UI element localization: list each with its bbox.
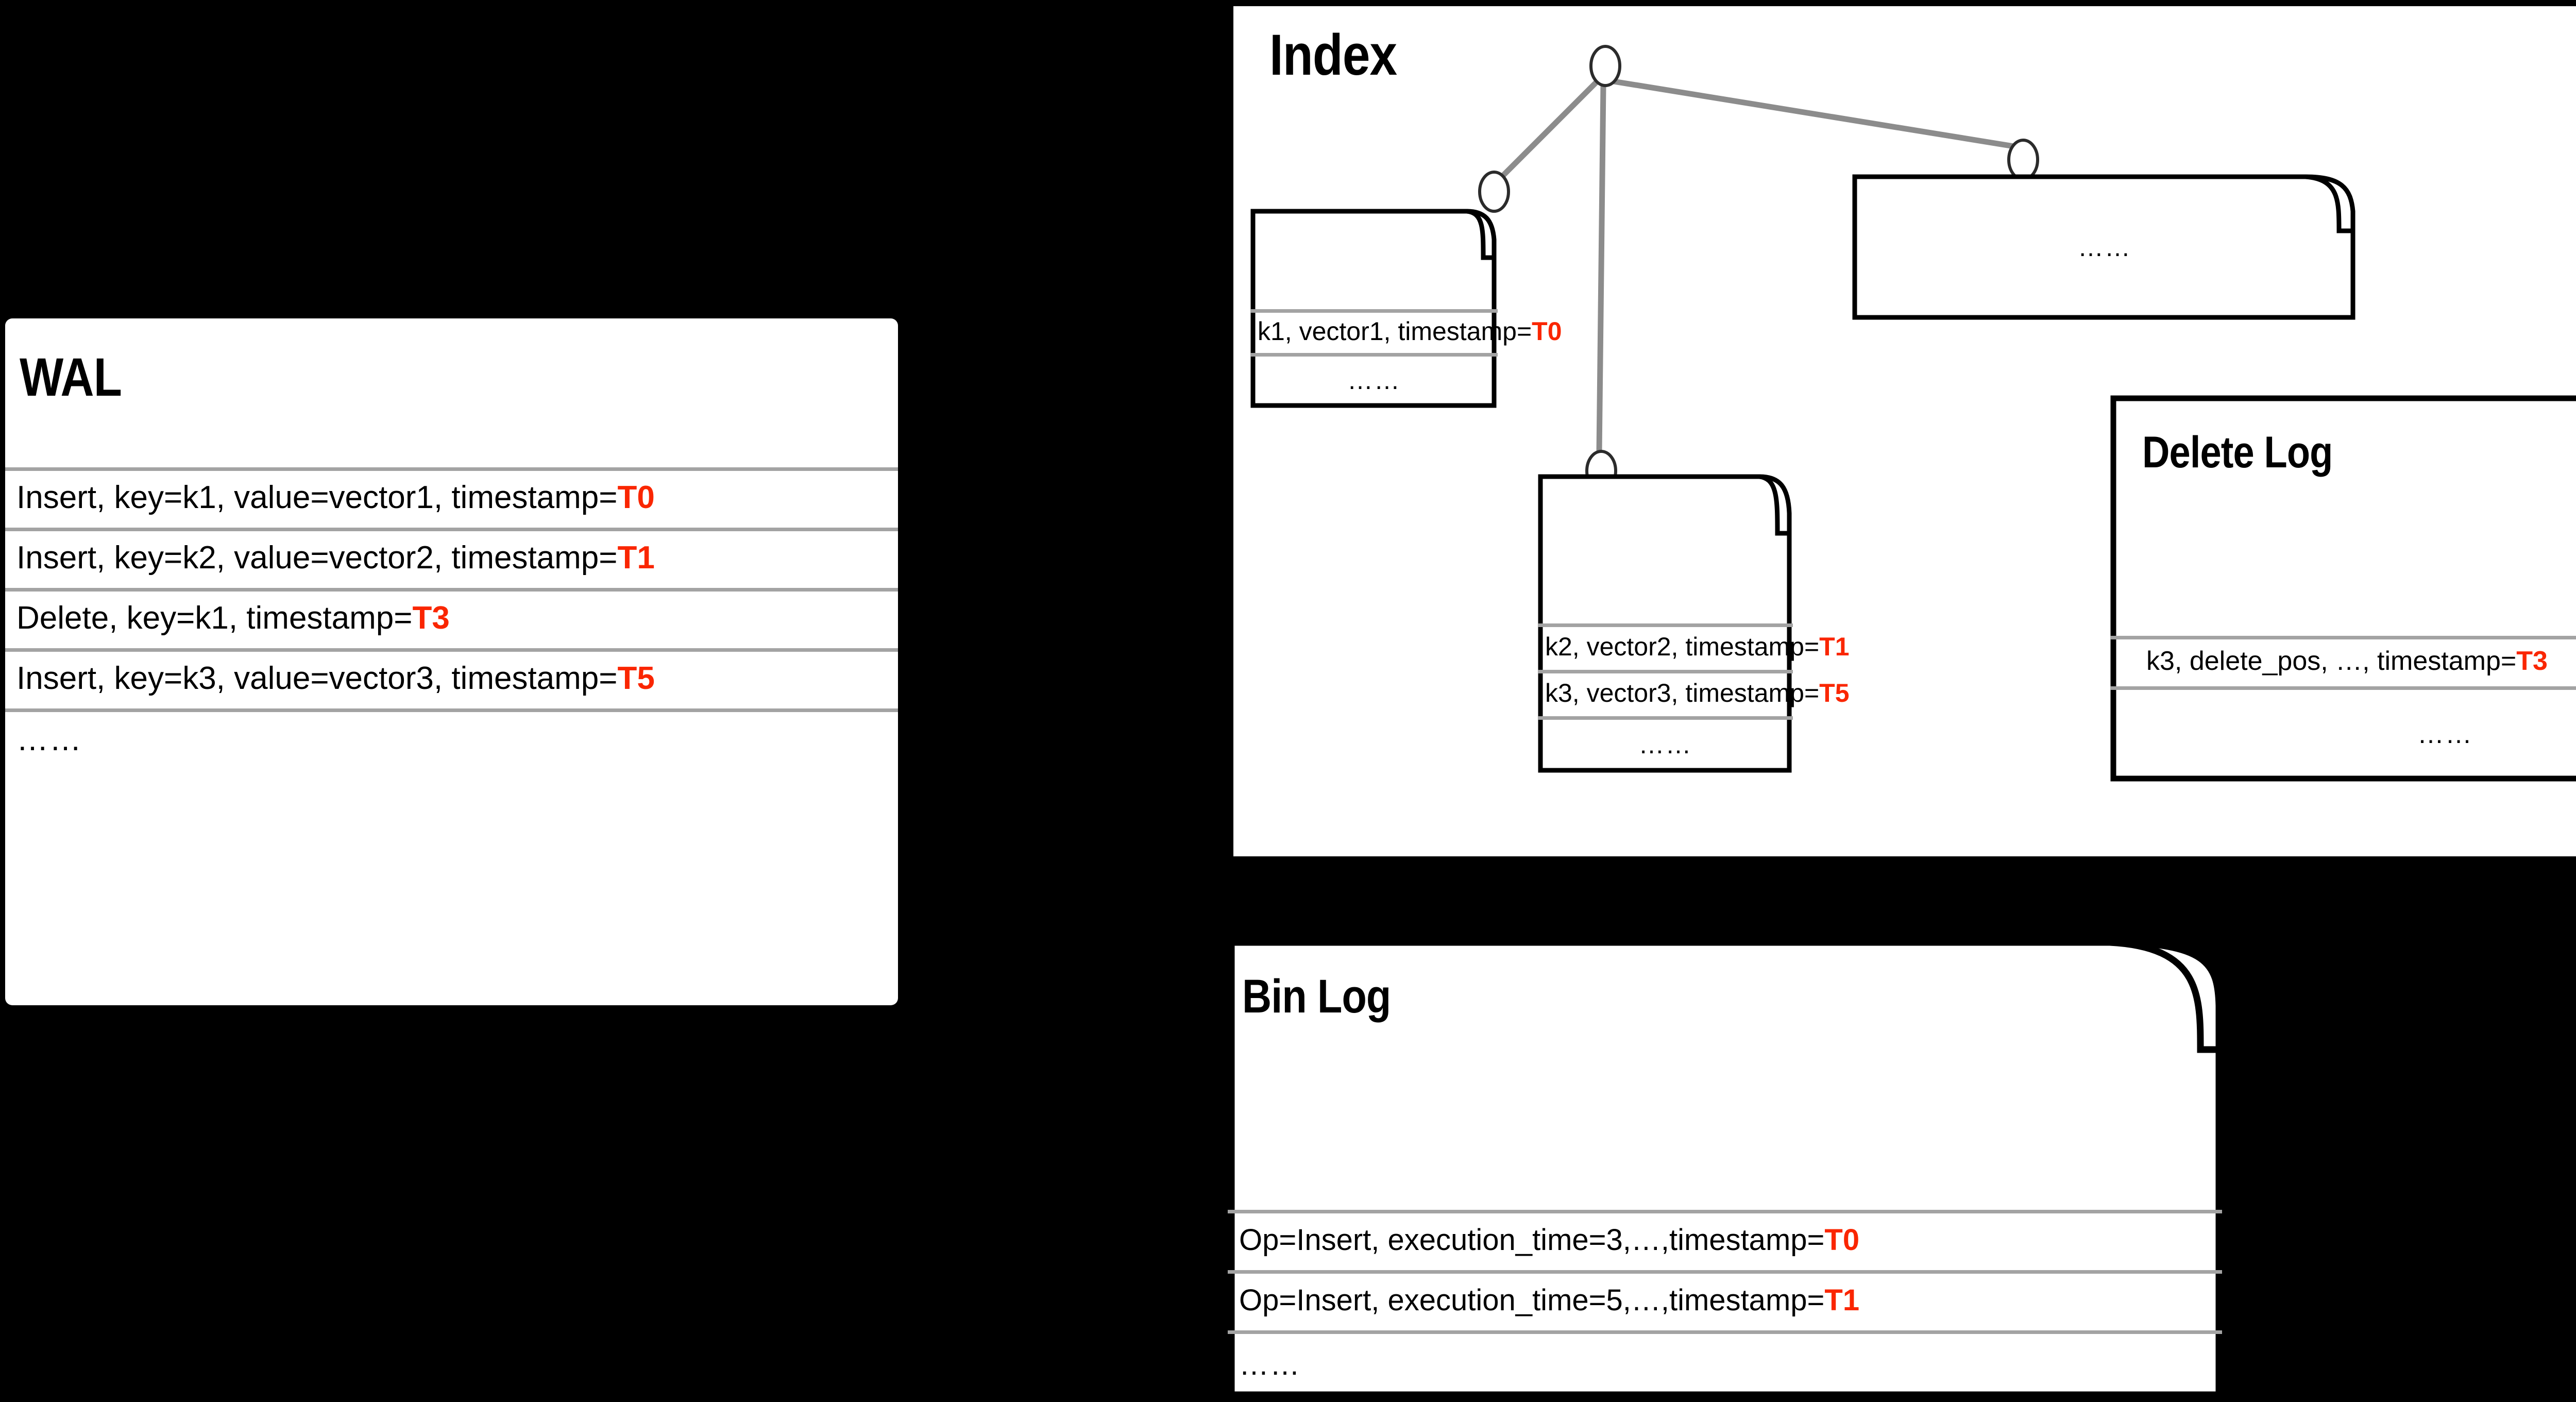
row-timestamp: T0 [1824,1223,1860,1257]
row-text: Insert, key=k1, value=vector1, timestamp… [16,480,618,515]
table-row: …… [1250,353,1498,407]
row-timestamp: T0 [617,480,655,515]
row-timestamp: T3 [412,600,450,636]
table-row: Insert, key=k1, value=vector1, timestamp… [5,467,898,528]
table-row: Insert, key=k2, value=vector2, timestamp… [5,528,898,588]
bin-log-title: Bin Log [1242,970,1391,1023]
row-timestamp: T3 [2516,646,2548,676]
table-row: …… [1228,1330,2222,1398]
delete-log-title: Delete Log [2142,428,2333,477]
table-row: Op=Insert, execution_time=5,…,timestamp=… [1228,1270,2222,1330]
table-row: k1, vector1, timestamp=T0 [1250,309,1562,353]
wal-title: WAL [20,347,122,408]
row-text: Delete, key=k1, timestamp= [16,600,413,636]
row-timestamp: T5 [617,661,655,696]
table-row: …… [5,708,898,770]
row-text: Insert, key=k3, value=vector3, timestamp… [16,661,618,696]
table-row: …… [1852,229,2357,265]
row-text: …… [1239,1347,1301,1381]
row-timestamp: T1 [617,540,655,576]
row-text: k3, delete_pos, …, timestamp= [2146,646,2517,676]
row-text: …… [1347,365,1401,395]
row-text: k3, vector3, timestamp= [1545,679,1820,707]
table-row: Insert, key=k3, value=vector3, timestamp… [5,648,898,708]
row-text: k2, vector2, timestamp= [1545,632,1820,661]
row-text: Insert, key=k2, value=vector2, timestamp… [16,540,618,576]
row-text: k1, vector1, timestamp= [1258,316,1532,346]
table-row: k3, vector3, timestamp=T5 [1538,670,1850,716]
bin-log-card: Bin Log Op=Insert, execution_time=3,…,ti… [1228,939,2222,1398]
table-row: Op=Insert, execution_time=3,…,timestamp=… [1228,1210,2222,1270]
index-leaf-k2k3: k2, vector2, timestamp=T1 k3, vector3, t… [1538,474,1850,773]
row-timestamp: T1 [1819,632,1850,661]
row-text: Op=Insert, execution_time=5,…,timestamp= [1239,1283,1825,1317]
row-timestamp: T0 [1532,316,1562,346]
table-row: …… [1538,716,1793,773]
row-text: …… [2417,719,2473,749]
wal-row-list: Insert, key=k1, value=vector1, timestamp… [5,467,898,770]
table-row: k2, vector2, timestamp=T1 [1538,623,1850,670]
wal-card: WAL Insert, key=k1, value=vector1, times… [5,318,898,1005]
row-text: Op=Insert, execution_time=3,…,timestamp= [1239,1223,1825,1257]
table-row: Delete, key=k1, timestamp=T3 [5,588,898,648]
row-timestamp: T1 [1824,1283,1860,1317]
table-row: k3, delete_pos, …, timestamp=T3 [2110,636,2576,686]
index-leaf-ellipsis: …… [1852,174,2357,320]
row-text: …… [1638,730,1692,759]
delete-log-card: Delete Log k3, delete_pos, …, timestamp=… [2110,395,2576,782]
index-leaf-k1: k1, vector1, timestamp=T0 …… [1250,209,1562,408]
index-title: Index [1269,23,1397,87]
row-timestamp: T5 [1819,679,1850,707]
table-row: …… [2110,686,2576,782]
row-text: …… [16,721,82,757]
row-text: …… [2078,232,2131,262]
